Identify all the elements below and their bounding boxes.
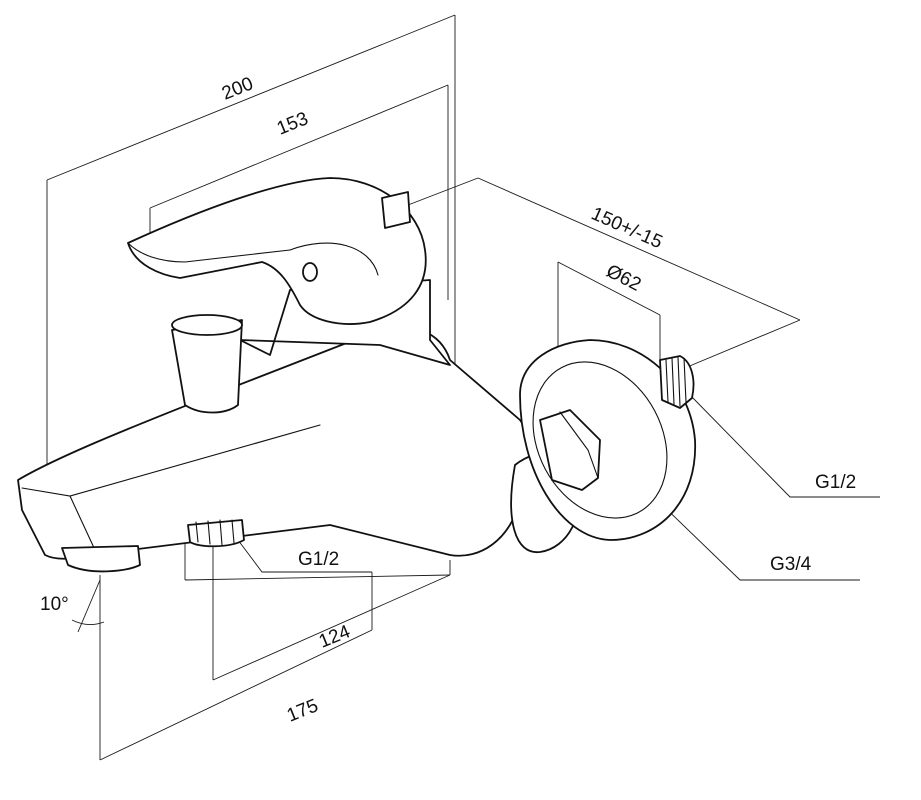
dimension-lines <box>46 14 880 761</box>
label-connection-outlet-bottom: G1/2 <box>298 549 339 570</box>
bottom-outlet <box>187 519 245 548</box>
label-flange-diameter: Ø62 <box>603 261 645 296</box>
wall-connection <box>519 339 696 541</box>
faucet-body <box>17 177 581 573</box>
aerator <box>61 545 141 573</box>
label-overall-width: 200 <box>219 73 256 104</box>
label-lever-width: 153 <box>274 108 311 139</box>
label-spout-length: 175 <box>284 695 321 726</box>
label-outlet-spacing: 124 <box>316 621 354 653</box>
diverter-knob <box>171 319 243 414</box>
label-spout-angle: 10° <box>40 594 69 615</box>
label-connection-inlet: G3/4 <box>770 554 812 575</box>
rear-thread <box>659 355 695 409</box>
label-wall-distance: 150+/-15 <box>588 203 666 253</box>
wall-flange <box>519 339 696 541</box>
spout-body <box>17 326 531 560</box>
label-connection-outlet-rear: G1/2 <box>815 472 856 493</box>
